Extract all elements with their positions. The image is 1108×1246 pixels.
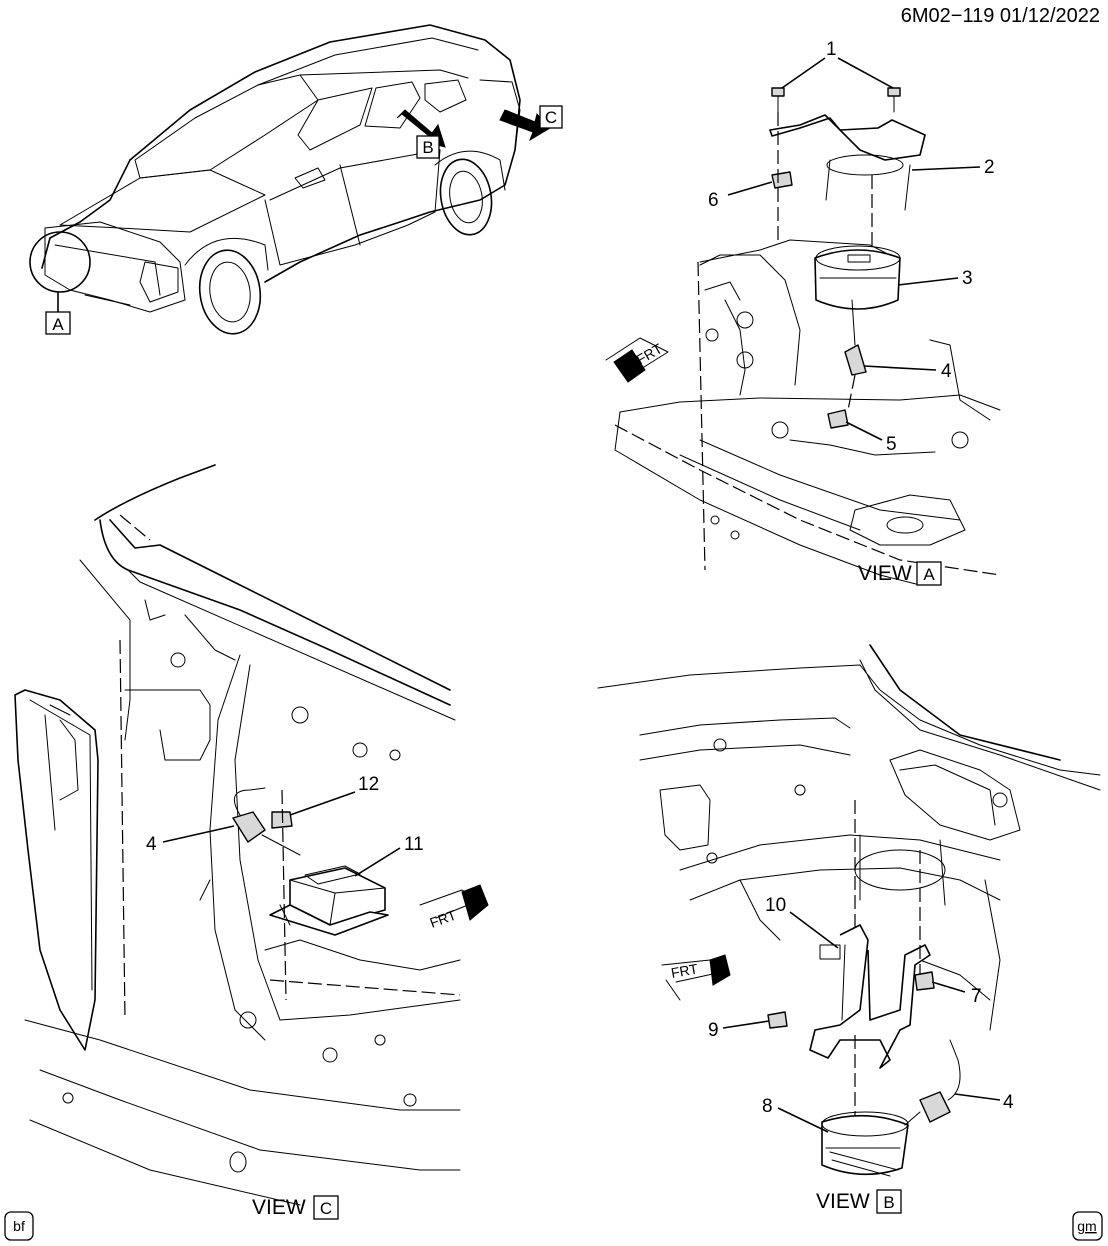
view-c-marker-letter: C [545, 108, 557, 127]
callout-4-view-a: 4 [941, 361, 952, 382]
view-b-callouts: 10 7 9 8 4 [708, 895, 1014, 1133]
view-c-title-box [313, 1195, 339, 1220]
gm-logo-text: gm [1077, 1218, 1096, 1234]
callout-11: 11 [404, 834, 424, 855]
callout-12: 12 [358, 774, 379, 795]
callout-3: 3 [962, 268, 973, 289]
view-b-marker-letter: B [422, 138, 433, 157]
callout-4-view-c: 4 [146, 834, 157, 855]
diagram-code: 6M02−119 01/12/2022 [901, 5, 1100, 27]
view-a-title: VIEW [858, 562, 912, 585]
view-c-title-letter: C [320, 1199, 332, 1218]
gm-logo-box [1072, 1211, 1103, 1241]
callout-8: 8 [762, 1096, 773, 1117]
callout-5: 5 [886, 434, 897, 455]
callout-2: 2 [984, 157, 995, 178]
callout-10: 10 [765, 895, 786, 916]
view-c-marker-box [539, 105, 563, 129]
view-c-callouts: 12 11 4 [146, 774, 424, 877]
callout-9: 9 [708, 1020, 719, 1041]
view-b-title-box [876, 1189, 902, 1214]
callout-7: 7 [971, 986, 982, 1007]
view-c-title: VIEW [252, 1196, 306, 1219]
view-a-title-letter: A [923, 565, 935, 584]
view-b-marker-box [416, 135, 440, 159]
bf-tag-text: bf [13, 1218, 25, 1234]
callout-4-view-b: 4 [1003, 1092, 1014, 1113]
view-b-title: VIEW [816, 1190, 870, 1213]
view-b-drawing [597, 644, 1101, 1177]
bf-tag-box [4, 1211, 34, 1241]
view-a-marker-box [45, 311, 71, 335]
view-a-title-box [916, 561, 942, 586]
view-b-title-letter: B [883, 1193, 894, 1212]
callout-1: 1 [826, 39, 837, 60]
view-c-drawing [14, 464, 489, 1206]
vehicle-overview-drawing [29, 24, 551, 335]
callout-6: 6 [708, 190, 719, 211]
view-a-drawing [605, 87, 1001, 586]
view-c-frt-label: FRT [428, 906, 459, 930]
view-a-callouts: 1 2 3 4 5 6 [708, 39, 995, 455]
view-a-marker-letter: A [52, 315, 64, 334]
view-b-frt-label: FRT [670, 960, 700, 981]
